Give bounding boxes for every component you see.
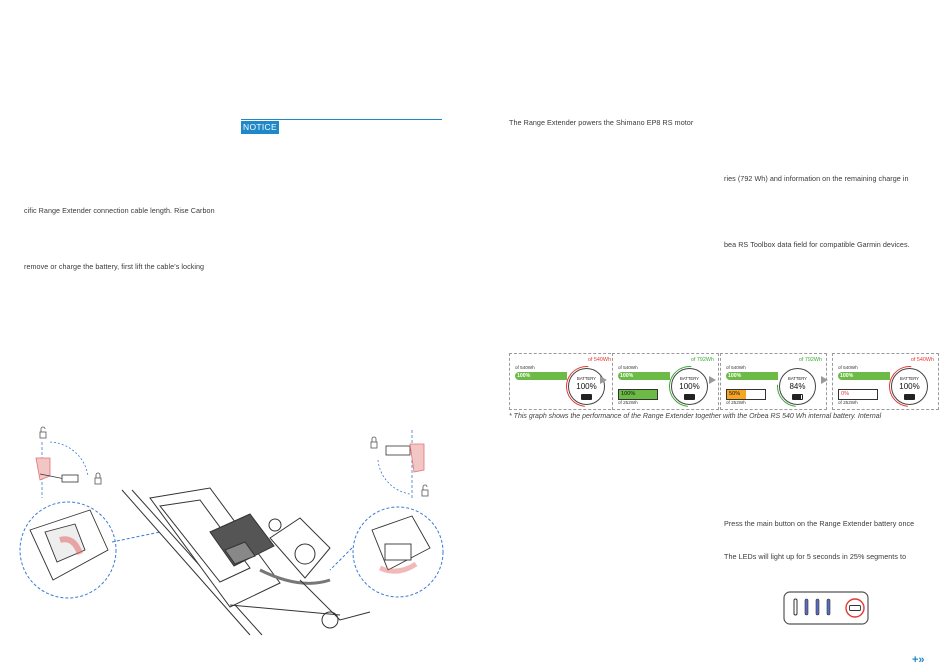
battery-gauge: BATTERY 100% — [557, 357, 616, 416]
gauge-label: BATTERY — [680, 376, 699, 381]
internal-battery-bar: 100% — [618, 372, 670, 380]
left-text-line-1: cific Range Extender connection cable le… — [24, 206, 215, 215]
range-extender-bar: 50% — [726, 389, 766, 400]
internal-battery-label: 100% — [517, 373, 531, 379]
leds-text: The LEDs will light up for 5 seconds in … — [724, 552, 907, 561]
battery-cable-illustration — [19, 426, 444, 636]
battery-panel: of 540Wh 100% of 540Wh BATTERY 100% — [509, 353, 616, 416]
battery-panel: of 540Wh 100% of 540Wh BATTERY 100% 0% o… — [832, 353, 939, 416]
intro-text: The Range Extender powers the Shimano EP… — [509, 118, 694, 127]
battery-icon — [904, 394, 915, 400]
range-extender-label: 50% — [729, 391, 741, 397]
internal-battery-label: 100% — [840, 373, 854, 379]
panel-top-label: of 540Wh — [726, 365, 746, 370]
gauge-value: 84% — [789, 382, 806, 391]
range-extender-capacity: of 252Wh — [726, 400, 746, 405]
panel-top-label: of 540Wh — [515, 365, 535, 370]
battery-icon — [684, 394, 695, 400]
battery-gauge: BATTERY 100% — [660, 357, 719, 416]
internal-battery-bar: 100% — [515, 372, 567, 380]
led-segment-1 — [793, 598, 798, 616]
capacity-text: ries (792 Wh) and information on the rem… — [724, 174, 909, 183]
arrow-right-icon — [707, 376, 717, 384]
battery-panel: of 540Wh 100% of 792Wh BATTERY 100% 100%… — [612, 353, 719, 416]
battery-icon — [581, 394, 592, 400]
lock-icon — [370, 441, 378, 449]
range-extender-bar: 0% — [838, 389, 878, 400]
range-extender-capacity: of 252Wh — [838, 400, 858, 405]
range-extender-label: 100% — [621, 391, 636, 397]
gauge-value: 100% — [899, 382, 920, 391]
unlock-icon — [39, 431, 47, 439]
unlock-icon — [421, 489, 429, 497]
gauge-label: BATTERY — [788, 376, 807, 381]
left-text-line-2: remove or charge the battery, first lift… — [24, 262, 205, 271]
panel-total-capacity: of 540Wh — [587, 357, 611, 363]
press-button-text: Press the main button on the Range Exten… — [724, 519, 915, 528]
battery-panel: of 540Wh 100% of 792Wh BATTERY 84% 50% o… — [720, 353, 827, 416]
arrow-right-icon — [819, 376, 829, 384]
gauge-value: 100% — [679, 382, 700, 391]
internal-battery-label: 100% — [620, 373, 634, 379]
internal-battery-bar: 100% — [726, 372, 778, 380]
panel-total-capacity: of 540Wh — [910, 357, 934, 363]
range-extender-capacity: of 252Wh — [618, 400, 638, 405]
notice-rule — [241, 119, 442, 120]
battery-gauge: BATTERY 84% — [768, 357, 827, 416]
notice-label: NOTICE — [241, 121, 279, 134]
range-extender-label: 0% — [841, 391, 850, 397]
battery-gauge: BATTERY 100% — [880, 357, 939, 416]
battery-button-icon — [845, 598, 865, 618]
gauge-value: 100% — [576, 382, 597, 391]
range-extender-bar: 100% — [618, 389, 658, 400]
arrow-right-icon — [598, 376, 608, 384]
battery-icon — [792, 394, 803, 400]
led-segment-4 — [826, 598, 831, 616]
double-chevron-right-icon[interactable]: +» — [912, 654, 925, 666]
bike-frame — [121, 487, 371, 636]
panel-top-label: of 540Wh — [838, 365, 858, 370]
lock-rotation-diagram-left — [35, 426, 102, 498]
panel-top-label: of 540Wh — [618, 365, 638, 370]
internal-battery-bar: 100% — [838, 372, 890, 380]
led-segment-3 — [815, 598, 820, 616]
led-segment-2 — [804, 598, 809, 616]
led-indicator — [783, 591, 869, 625]
graph-caption: * This graph shows the performance of th… — [509, 413, 882, 420]
garmin-text: bea RS Toolbox data field for compatible… — [724, 240, 910, 249]
panel-total-capacity: of 792Wh — [690, 357, 714, 363]
lock-rotation-diagram-right — [370, 430, 429, 500]
internal-battery-label: 100% — [728, 373, 742, 379]
gauge-label: BATTERY — [900, 376, 919, 381]
lock-icon — [94, 477, 102, 485]
panel-total-capacity: of 792Wh — [798, 357, 822, 363]
gauge-label: BATTERY — [577, 376, 596, 381]
